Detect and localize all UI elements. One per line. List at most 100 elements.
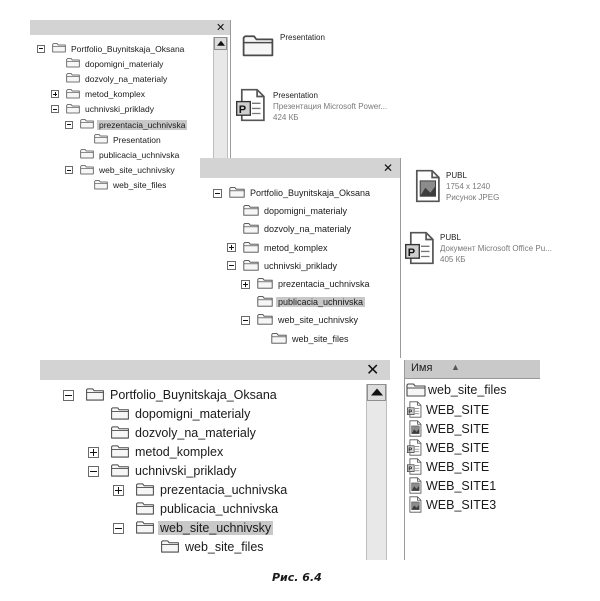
tree-item-dopomigni-materialy[interactable]: dopomigni_materialy bbox=[88, 406, 252, 422]
tree-item-label: prezentacia_uchnivska bbox=[97, 119, 188, 130]
tree-item-portfolio-buynitskaja-oksana[interactable]: Portfolio_Buynitskaja_Oksana bbox=[63, 387, 279, 403]
figure-caption: Рис. 6.4 bbox=[272, 571, 322, 584]
collapse-icon[interactable] bbox=[51, 105, 59, 114]
folder-icon bbox=[66, 103, 80, 116]
list-item[interactable]: WEB_SITE bbox=[406, 420, 489, 437]
tree-item-web-site-uchnivsky[interactable]: web_site_uchnivsky bbox=[65, 164, 177, 177]
pane-divider bbox=[404, 360, 405, 560]
tree-item-dopomigni-materialy[interactable]: dopomigni_materialy bbox=[227, 204, 349, 218]
expand-icon[interactable] bbox=[88, 446, 99, 458]
tree-item-publicacia-uchnivska[interactable]: publicacia_uchnivska bbox=[241, 295, 366, 309]
tree-item-uchnivski-priklady[interactable]: uchnivski_priklady bbox=[227, 259, 339, 273]
tree-item-web-site-uchnivsky[interactable]: web_site_uchnivsky bbox=[241, 313, 360, 327]
tree-item-web-site-files[interactable]: web_site_files bbox=[79, 179, 168, 192]
close-icon[interactable]: ✕ bbox=[216, 21, 226, 34]
column-header-name[interactable]: Имя ▲ bbox=[405, 360, 540, 379]
file-details: Presentation bbox=[280, 32, 325, 43]
window-1-vertical-scrollbar[interactable] bbox=[213, 37, 228, 165]
file-info: Рисунок JPEG bbox=[446, 193, 500, 202]
collapse-icon[interactable] bbox=[65, 120, 73, 129]
collapse-icon[interactable] bbox=[65, 166, 73, 175]
tree-item-uchnivski-priklady[interactable]: uchnivski_priklady bbox=[51, 103, 156, 116]
tree-item-label: web_site_uchnivsky bbox=[158, 521, 274, 535]
tree-item-metod-komplex[interactable]: metod_komplex bbox=[51, 88, 147, 101]
tree-item-metod-komplex[interactable]: metod_komplex bbox=[88, 444, 225, 460]
collapse-icon[interactable] bbox=[63, 389, 74, 401]
list-item[interactable]: WEB_SITE1 bbox=[406, 477, 496, 494]
file-info: Документ Microsoft Office Pu... bbox=[440, 244, 552, 253]
collapse-icon[interactable] bbox=[241, 315, 250, 325]
collapse-icon[interactable] bbox=[213, 188, 222, 198]
tree-item-publicacia-uchnivska[interactable]: publicacia_uchnivska bbox=[65, 148, 181, 161]
tree-item-dozvoly-na-materialy[interactable]: dozvoly_na_materialy bbox=[88, 425, 258, 441]
tree-item-presentation[interactable]: Presentation bbox=[79, 133, 163, 146]
tree-item-web-site-uchnivsky[interactable]: web_site_uchnivsky bbox=[113, 520, 274, 536]
powerpoint-file-icon: P bbox=[235, 88, 269, 127]
scroll-up-button[interactable] bbox=[214, 37, 227, 50]
tree-item-dozvoly-na-materialy[interactable]: dozvoly_na_materialy bbox=[227, 222, 353, 236]
close-icon[interactable]: ✕ bbox=[383, 161, 394, 175]
expand-icon[interactable] bbox=[113, 484, 124, 496]
scroll-up-button[interactable] bbox=[367, 384, 386, 401]
expand-icon[interactable] bbox=[227, 243, 236, 253]
window-1-titlebar bbox=[30, 20, 230, 35]
folder-icon bbox=[257, 277, 273, 291]
folder-icon bbox=[271, 332, 287, 346]
collapse-icon[interactable] bbox=[37, 44, 45, 53]
tree-item-web-site-files[interactable]: web_site_files bbox=[255, 332, 351, 346]
arrow-up-icon bbox=[370, 387, 383, 395]
tree-item-dopomigni-materialy[interactable]: dopomigni_materialy bbox=[51, 57, 165, 70]
folder-icon bbox=[257, 313, 273, 327]
folder-icon bbox=[406, 382, 426, 397]
publisher-file-icon: P bbox=[406, 458, 424, 475]
tree-item-portfolio-buynitskaja-oksana[interactable]: Portfolio_Buynitskaja_Oksana bbox=[37, 42, 186, 55]
expand-icon[interactable] bbox=[51, 90, 59, 99]
tree-item-metod-komplex[interactable]: metod_komplex bbox=[227, 241, 330, 255]
tree-item-label: uchnivski_priklady bbox=[85, 104, 154, 115]
pane-divider bbox=[230, 20, 231, 165]
folder-icon bbox=[66, 72, 80, 85]
file-size: 424 КБ bbox=[273, 113, 299, 122]
tree-item-publicacia-uchnivska[interactable]: publicacia_uchnivska bbox=[113, 501, 280, 517]
tree-item-label: dopomigni_materialy bbox=[264, 206, 348, 217]
sort-ascending-icon: ▲ bbox=[451, 362, 460, 372]
tree-item-prezentacia-uchnivska[interactable]: prezentacia_uchnivska bbox=[113, 482, 289, 498]
file-info: 1754 x 1240 bbox=[446, 182, 491, 191]
collapse-icon[interactable] bbox=[88, 465, 99, 477]
tree-item-prezentacia-uchnivska[interactable]: prezentacia_uchnivska bbox=[241, 277, 372, 291]
collapse-icon[interactable] bbox=[113, 522, 124, 534]
list-item[interactable]: web_site_files bbox=[406, 382, 507, 397]
tree-item-label: prezentacia_uchnivska bbox=[160, 483, 288, 497]
list-item[interactable]: WEB_SITE3 bbox=[406, 496, 496, 513]
close-icon[interactable]: ✕ bbox=[366, 360, 380, 379]
file-tile[interactable]: Presentation bbox=[242, 30, 432, 86]
folder-icon bbox=[110, 444, 130, 461]
folder-icon bbox=[80, 148, 94, 161]
tree-item-label: uchnivski_priklady bbox=[135, 464, 237, 478]
tree-item-uchnivski-priklady[interactable]: uchnivski_priklady bbox=[88, 463, 238, 479]
publisher-file-icon: P bbox=[404, 230, 438, 271]
tree-item-dozvoly-na-materialy[interactable]: dozvoly_na_materialy bbox=[51, 72, 169, 85]
tree-item-portfolio-buynitskaja-oksana[interactable]: Portfolio_Buynitskaja_Oksana bbox=[213, 186, 372, 200]
folder-icon bbox=[229, 186, 245, 200]
window-3-vertical-scrollbar[interactable] bbox=[366, 384, 387, 560]
tree-item-label: dozvoly_na_materialy bbox=[264, 224, 352, 235]
publisher-file-icon: P bbox=[406, 439, 424, 456]
tree-item-label: dozvoly_na_materialy bbox=[135, 426, 256, 440]
tree-item-prezentacia-uchnivska[interactable]: prezentacia_uchnivska bbox=[65, 118, 188, 131]
jpeg-image-icon bbox=[406, 477, 424, 494]
expand-icon[interactable] bbox=[241, 279, 250, 289]
file-name: WEB_SITE3 bbox=[426, 497, 497, 512]
tree-item-web-site-files[interactable]: web_site_files bbox=[138, 539, 266, 555]
tree-item-label: web_site_uchnivsky bbox=[99, 165, 175, 176]
file-name: WEB_SITE bbox=[426, 421, 490, 436]
folder-icon bbox=[242, 30, 274, 65]
collapse-icon[interactable] bbox=[227, 261, 236, 271]
